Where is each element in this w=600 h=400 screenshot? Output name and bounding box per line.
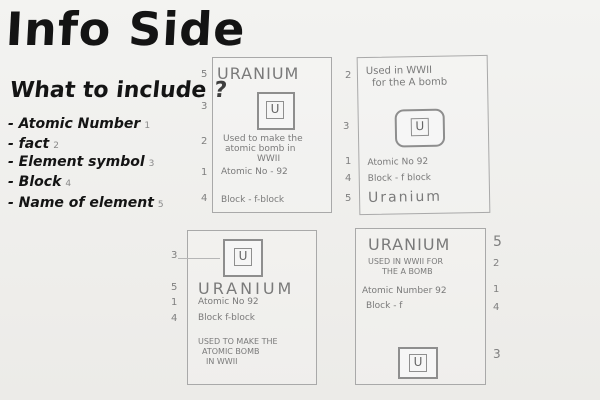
design-card-2: Used in WWII for the A bomb U Atomic No … (356, 54, 491, 216)
element-symbol: U (234, 248, 252, 266)
pointer-line (178, 258, 220, 259)
atomic-number-row: Atomic No - 92 (221, 167, 288, 177)
atomic-number-row: Atomic Number 92 (362, 286, 447, 296)
margin-number: 4 (171, 313, 178, 324)
element-name: URANIUM (217, 64, 300, 83)
fact-line: for the A bomb (371, 76, 448, 89)
list-heading: What to include ? (8, 78, 229, 103)
margin-number: 3 (493, 347, 501, 361)
block-row: Block f-block (198, 313, 256, 323)
fact-line: Used in WWII (365, 64, 433, 77)
margin-number: 2 (345, 70, 352, 81)
margin-number: 2 (201, 136, 208, 147)
fact-line: THE A BOMB (382, 267, 433, 276)
block-row: Block - f block (367, 172, 432, 184)
design-card-1: URANIUM U Used to make the atomic bomb i… (212, 57, 332, 213)
block-row: Block - f-block (221, 195, 285, 205)
margin-number: 5 (201, 69, 208, 80)
margin-number: 4 (201, 193, 208, 204)
symbol-box: U (257, 92, 295, 130)
block-row: Block - f (366, 301, 403, 311)
atomic-number-row: Atomic No 92 (367, 156, 429, 168)
element-symbol: U (409, 354, 427, 372)
atomic-number-row: Atomic No 92 (198, 297, 259, 307)
fact-line: IN WWII (206, 357, 238, 366)
element-symbol: U (410, 117, 430, 137)
margin-number: 5 (493, 234, 502, 250)
design-card-4: URANIUM USED IN WWII FOR THE A BOMB Atom… (355, 228, 486, 385)
fact-line: ATOMIC BOMB (202, 347, 260, 356)
fact-line: WWII (257, 154, 281, 164)
margin-number: 5 (171, 282, 178, 293)
page-title: Info Side (4, 2, 247, 56)
element-name: Uranium (367, 188, 443, 206)
element-name: URANIUM (368, 235, 451, 254)
fact-line: USED IN WWII FOR (368, 257, 444, 266)
symbol-box: U (394, 108, 446, 148)
margin-number: 1 (201, 167, 208, 178)
margin-number: 4 (345, 173, 352, 184)
margin-number: 1 (171, 297, 178, 308)
design-card-3: U URANIUM Atomic No 92 Block f-block USE… (187, 230, 317, 385)
element-symbol: U (266, 101, 284, 119)
fact-line: Used to make the (223, 134, 303, 144)
margin-number: 5 (345, 193, 352, 204)
margin-number: 1 (345, 156, 352, 167)
margin-number: 2 (493, 258, 500, 269)
margin-number: 3 (171, 250, 178, 261)
symbol-box: U (398, 347, 438, 379)
margin-number: 4 (493, 302, 500, 313)
element-name: URANIUM (198, 279, 295, 298)
margin-number: 3 (343, 121, 350, 132)
fact-line: USED TO MAKE THE (198, 337, 278, 346)
symbol-box: U (223, 239, 263, 277)
fact-line: atomic bomb in (225, 144, 296, 154)
margin-number: 3 (201, 101, 208, 112)
margin-number: 1 (493, 284, 500, 295)
